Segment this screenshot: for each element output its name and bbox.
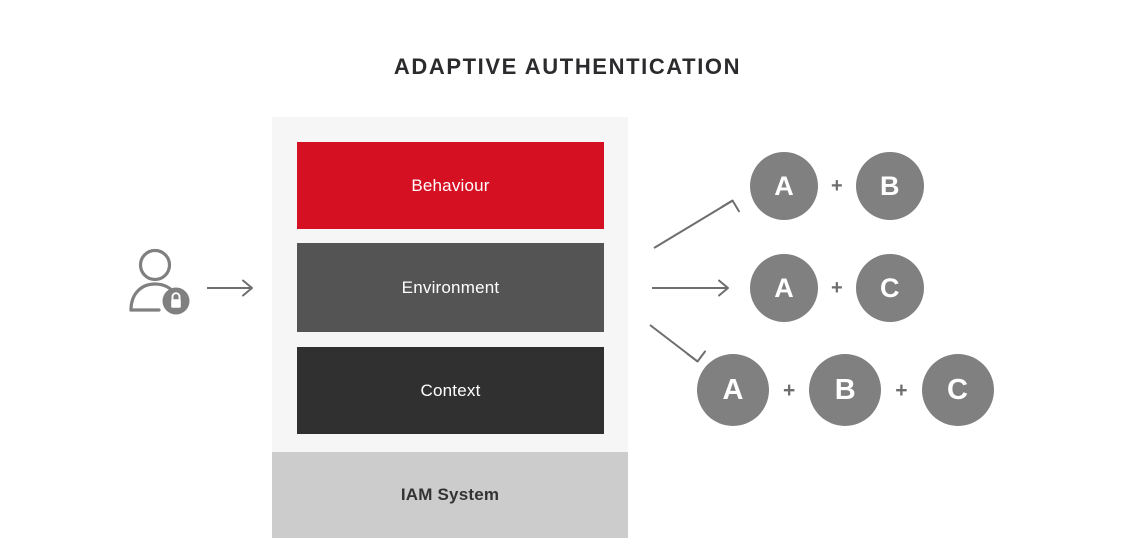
arrow-down-right-icon [649,324,707,363]
factor-token-c-label: C [947,373,968,406]
factor-token-a-label: A [722,373,744,406]
factor-token-a-label: A [774,272,794,303]
inbound-arrow-right-icon [206,272,262,304]
layer-behaviour[interactable]: Behaviour [297,142,604,229]
layer-environment[interactable]: Environment [297,243,604,332]
factor-token-c[interactable]: C [921,354,994,426]
iam-stack-panel: Behaviour Environment Context IAM System [272,117,628,538]
plus-separator: + [783,378,796,402]
plus-separator: + [895,378,908,402]
outcome-row-2: A + C [750,254,924,322]
arrow-right-icon [652,279,729,297]
factor-token-c[interactable]: C [855,254,924,322]
iam-system-band[interactable]: IAM System [272,452,628,538]
factor-token-b[interactable]: B [809,354,882,426]
factor-token-a[interactable]: A [750,254,818,322]
factor-token-b[interactable]: B [855,152,924,220]
layer-behaviour-label: Behaviour [411,175,490,195]
branching-arrows [640,180,740,380]
page-title: ADAPTIVE AUTHENTICATION [393,54,742,79]
layer-context-label: Context [420,380,481,400]
lock-icon [162,287,190,315]
layer-context[interactable]: Context [297,347,604,434]
factor-token-a-label: A [774,170,794,201]
outcome-row-3: A + B + C [697,354,994,426]
layer-environment-label: Environment [401,277,500,297]
factor-token-b-label: B [879,170,900,201]
factor-token-a[interactable]: A [750,152,818,220]
plus-separator: + [831,277,843,299]
factor-token-b-label: B [834,373,856,406]
arrow-up-right-icon [653,199,740,249]
user-with-lock-icon [128,248,202,318]
outcome-row-1: A + B [750,152,924,220]
plus-separator: + [831,175,843,197]
iam-system-label: IAM System [400,485,500,504]
factor-token-c-label: C [879,272,900,303]
factor-token-a[interactable]: A [697,354,769,426]
